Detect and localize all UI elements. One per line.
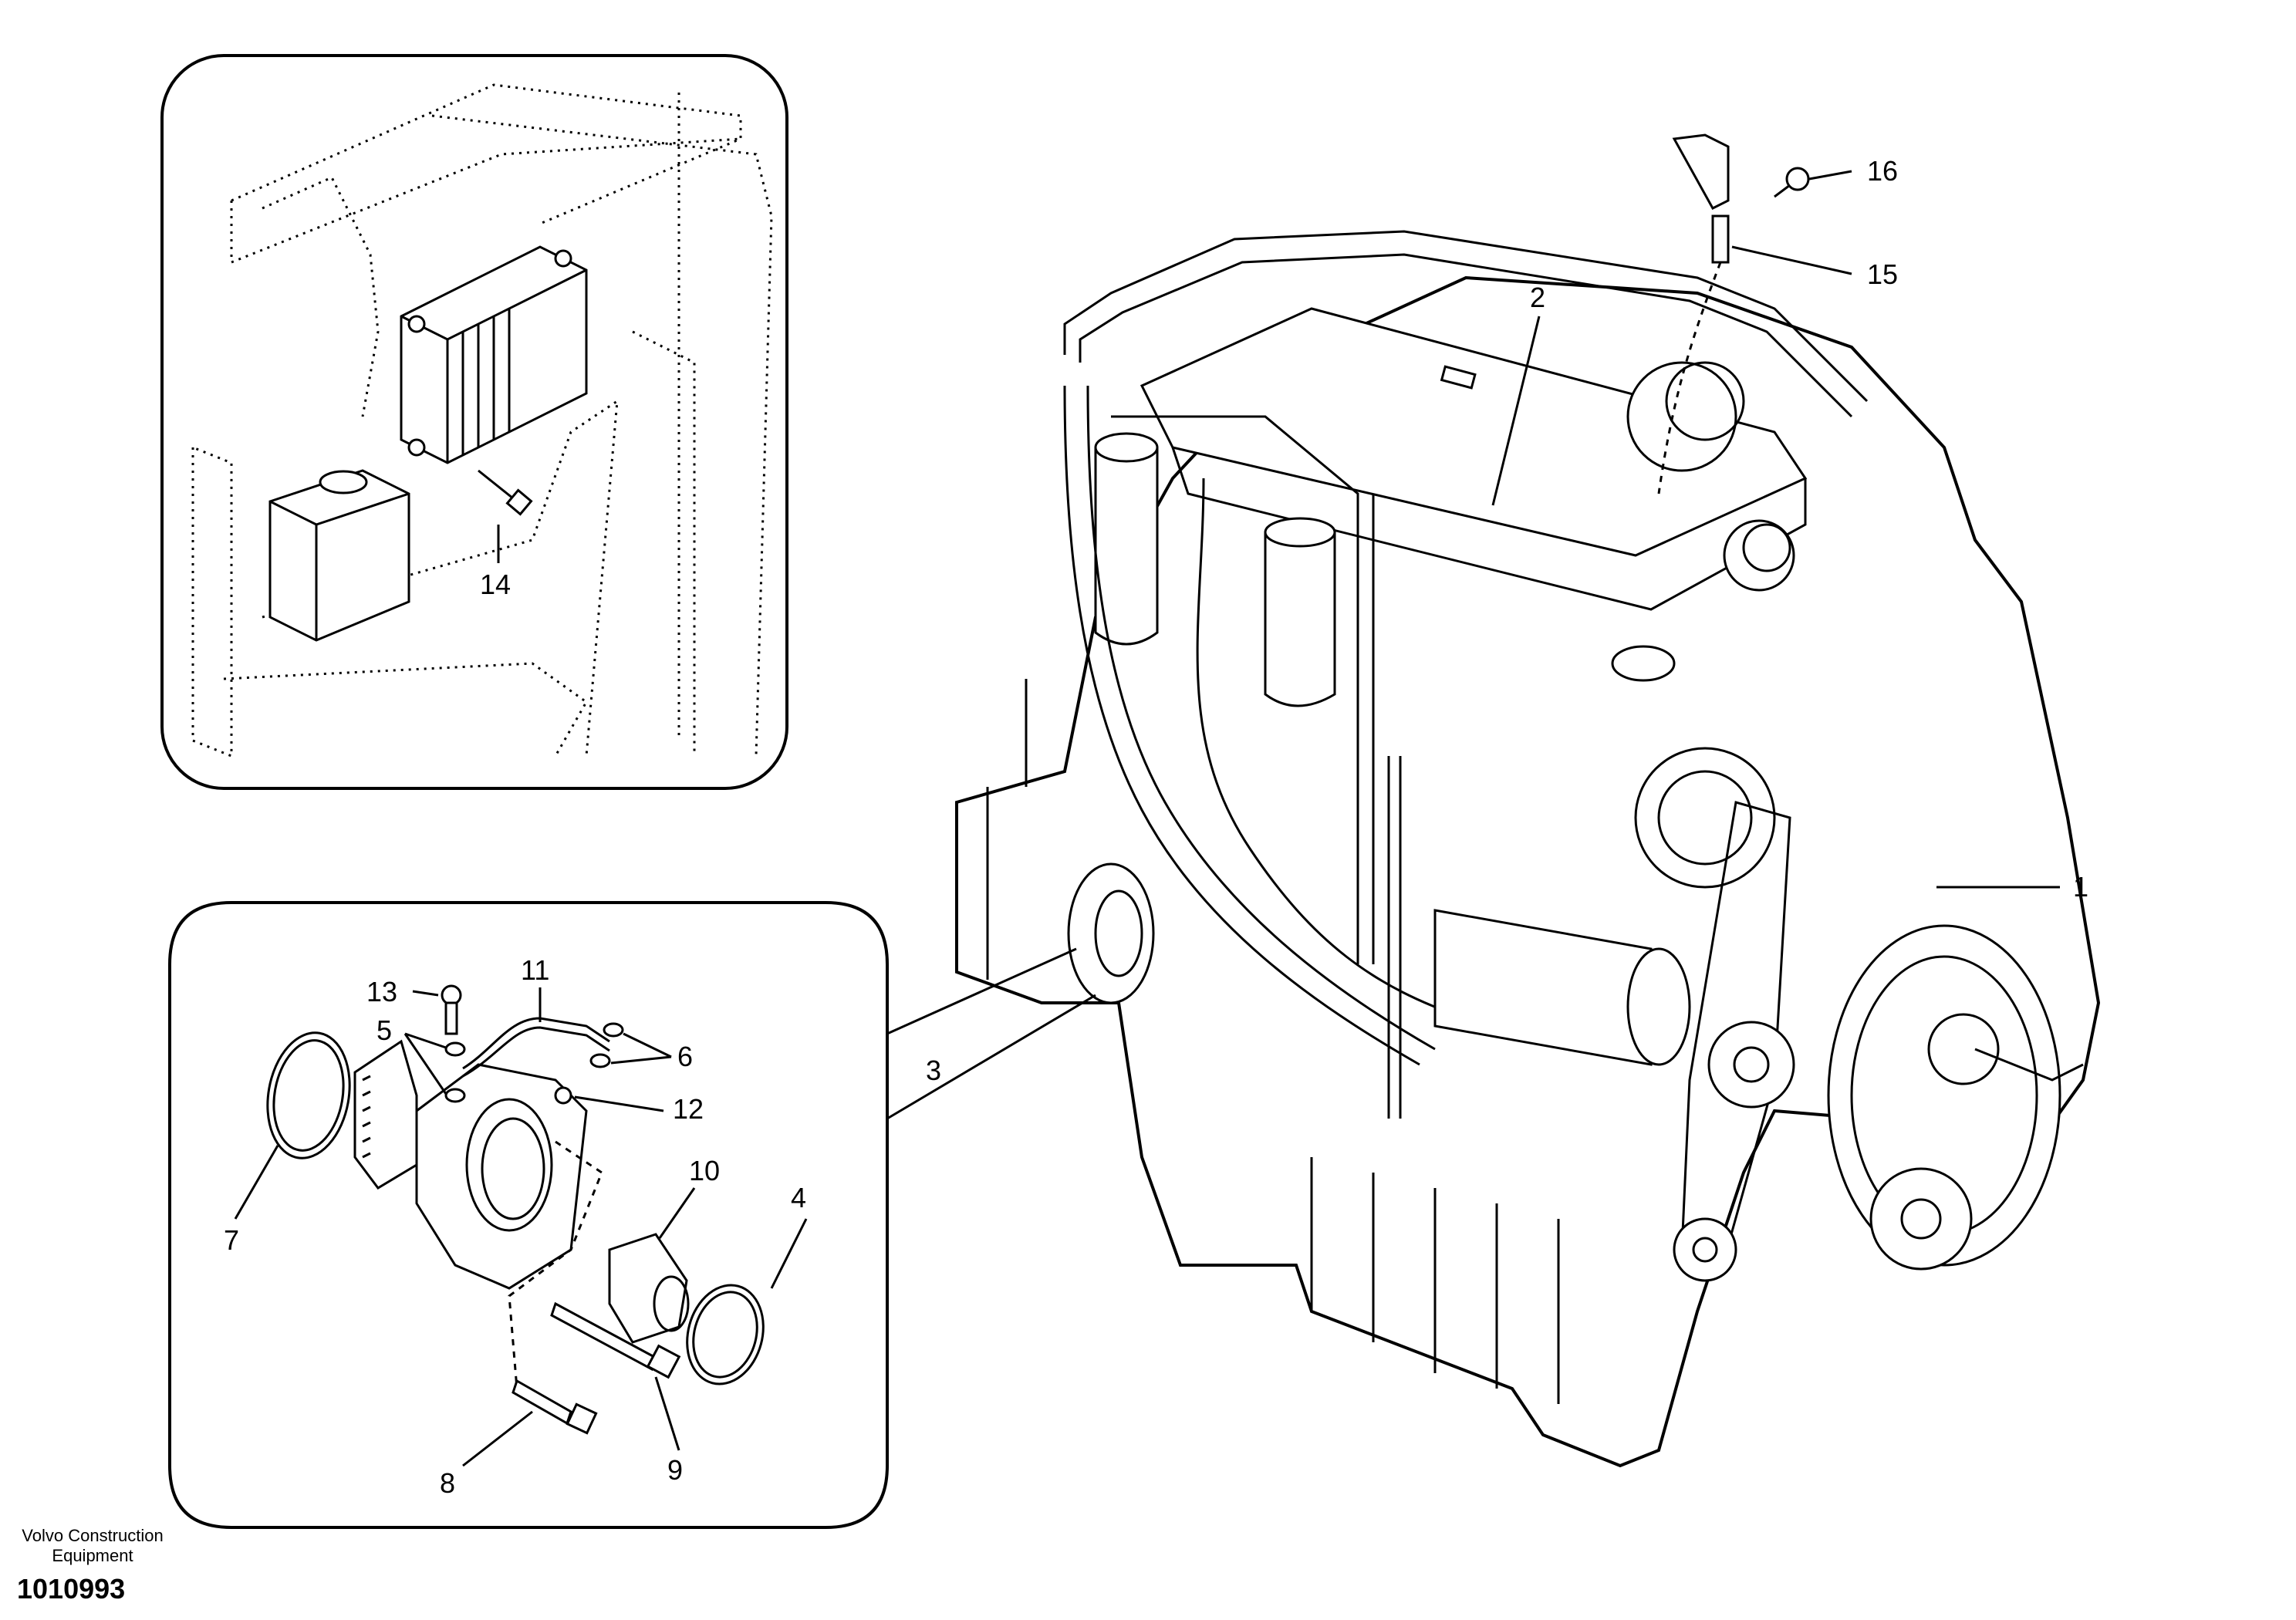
footer: Volvo Construction Equipment 1010993 (17, 1526, 164, 1605)
callout-2: 2 (1530, 282, 1545, 313)
callout-6: 6 (677, 1041, 693, 1072)
callout-9: 9 (667, 1454, 683, 1486)
callout-12: 12 (673, 1093, 704, 1125)
callout-16: 16 (1867, 155, 1898, 187)
callout-4: 4 (791, 1182, 806, 1213)
callout-3: 3 (926, 1055, 941, 1086)
callout-5: 5 (376, 1014, 392, 1046)
detail-panel-ecu-mounting: 14 (160, 54, 788, 790)
brand-line-1: Volvo Construction (22, 1526, 163, 1545)
brand-line-2: Equipment (52, 1546, 133, 1565)
callout-13: 13 (366, 976, 397, 1007)
callout-1: 1 (2073, 871, 2088, 903)
engine-assembly: 16 15 2 1 3 (886, 133, 2101, 1468)
callout-8: 8 (440, 1467, 455, 1499)
callout-14: 14 (480, 569, 511, 600)
drawing-number: 1010993 (17, 1573, 125, 1605)
callout-10: 10 (689, 1155, 720, 1186)
callout-15: 15 (1867, 258, 1898, 290)
callout-7: 7 (224, 1224, 239, 1256)
callout-11: 11 (521, 954, 549, 986)
detail-panel-pump-mount: 13 5 11 6 12 7 10 4 (168, 901, 889, 1529)
